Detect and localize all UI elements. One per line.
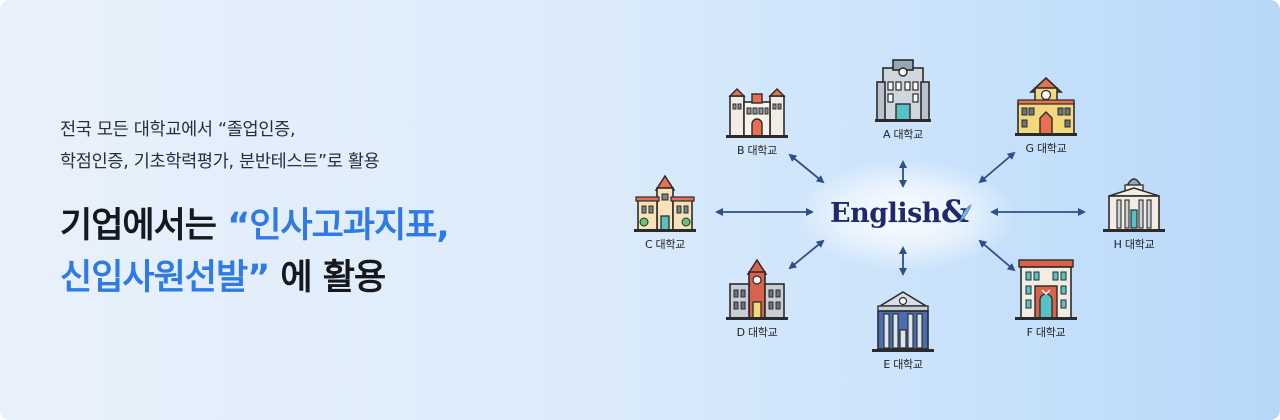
feather-icon [959, 204, 972, 224]
university-e: E 대학교 [853, 288, 953, 372]
university-label: B 대학교 [737, 144, 777, 157]
university-c: C 대학교 [615, 172, 715, 252]
university-building-icon [726, 258, 788, 320]
university-g: G 대학교 [996, 74, 1096, 156]
university-a: A 대학교 [853, 58, 953, 142]
university-building-icon [1103, 178, 1165, 232]
arrow-g [978, 151, 1016, 184]
university-building-icon [634, 174, 696, 232]
university-building-icon [875, 59, 931, 122]
university-label: H 대학교 [1113, 238, 1155, 251]
headline-line-2: 신입사원선발” 에 활용 [60, 252, 620, 304]
university-label: D 대학교 [736, 326, 778, 339]
logo-text: English [830, 198, 941, 229]
university-label: A 대학교 [883, 128, 923, 141]
headline-line-1: 기업에서는 “인사고과지표, [60, 200, 620, 252]
arrow-d [788, 239, 825, 270]
university-label: E 대학교 [883, 358, 923, 371]
university-f: F 대학교 [996, 256, 1096, 340]
university-h: H 대학교 [1084, 170, 1184, 252]
university-b: B 대학교 [707, 86, 807, 158]
headline-plain-2: 에 활용 [269, 258, 386, 298]
subtitle-line-1: 전국 모든 대학교에서 “졸업인증, [60, 120, 296, 140]
university-building-icon [726, 88, 788, 138]
university-building-icon [1015, 76, 1077, 136]
university-label: C 대학교 [644, 238, 686, 251]
headline-plain-1: 기업에서는 [60, 206, 228, 246]
university-label: G 대학교 [1025, 142, 1067, 155]
university-label: F 대학교 [1026, 326, 1066, 339]
headline: 기업에서는 “인사고과지표, 신입사원선발” 에 활용 [60, 200, 620, 304]
university-building-icon [872, 291, 934, 352]
university-building-icon [1015, 259, 1077, 320]
arrow-f [978, 239, 1016, 272]
headline-highlight-1: “인사고과지표, [227, 206, 449, 246]
subtitle-line-2: 학점인증, 기초학력평가, 분반테스트”로 활용 [60, 152, 380, 172]
english-logo: English& [830, 194, 980, 234]
headline-highlight-2: 신입사원선발” [60, 258, 270, 298]
arrow-b [788, 153, 825, 184]
university-d: D 대학교 [707, 258, 807, 340]
subtitle: 전국 모든 대학교에서 “졸업인증, 학점인증, 기초학력평가, 분반테스트”로… [60, 114, 500, 178]
